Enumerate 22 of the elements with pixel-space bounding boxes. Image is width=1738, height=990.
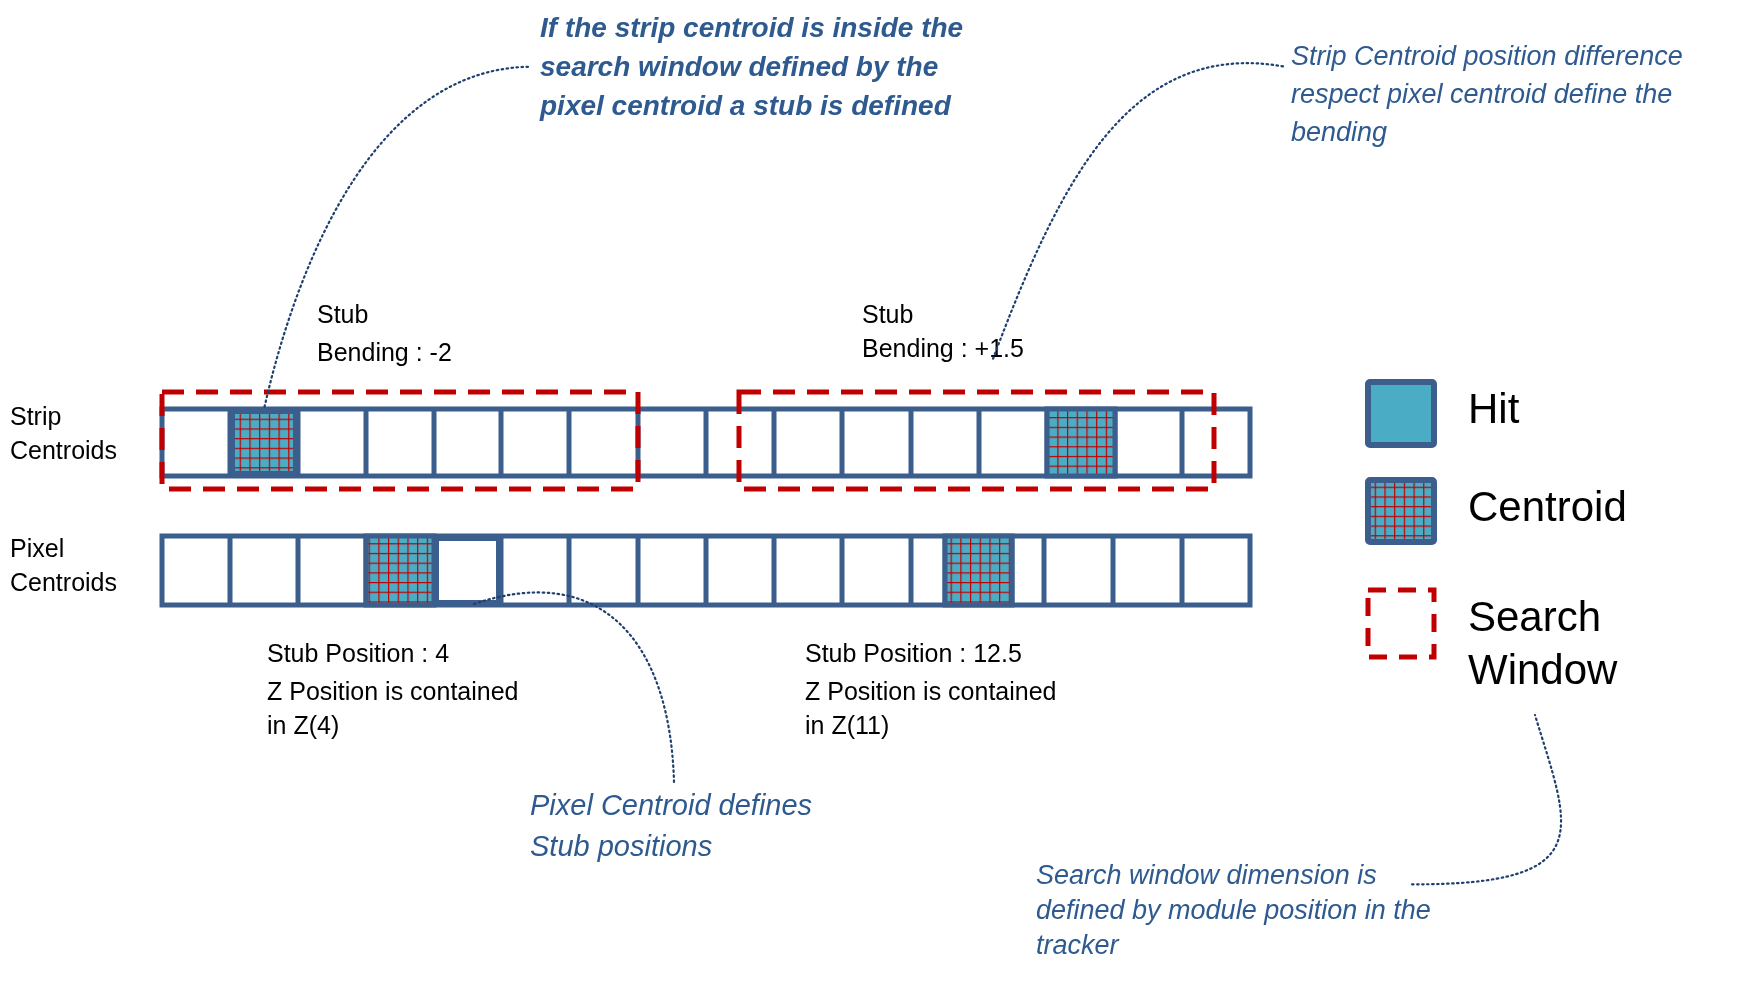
annotation-text: Search window dimension is defined by module position in the tracker: [1036, 858, 1436, 964]
text-label: Stub: [317, 299, 370, 330]
legend-label: Hit: [1468, 384, 1521, 434]
leader-line: [262, 65, 530, 411]
text-label: Z Position is contained in Z(4): [267, 676, 520, 741]
text-label: Stub Position : 12.5: [805, 638, 1023, 669]
stub-label: Bending : +1.5: [862, 332, 1025, 364]
annotation-text: If the strip centroid is inside the search window defined by the pixel centroid a stub is defined: [540, 8, 1000, 126]
text-label: Z Position is contained in Z(11): [805, 676, 1058, 741]
text-label: Pixel Centroids: [10, 533, 118, 598]
leader-line: [1410, 713, 1562, 886]
pixel-cell: [434, 536, 501, 605]
centroid-cell: [230, 409, 298, 476]
text-label: Stub Position : 4: [267, 638, 451, 669]
legend-label: Centroid: [1468, 482, 1628, 532]
text-label: Strip Centroids: [10, 401, 118, 466]
annotation-text: Strip Centroid position difference respect pixel centroid define the bending: [1291, 38, 1731, 152]
stub-label: Stub: [862, 299, 915, 330]
leader-line: [990, 62, 1285, 363]
text-label: Bending : -2: [317, 337, 453, 368]
annotation-text: Pixel Centroid defines Stub positions: [530, 785, 850, 867]
legend-label: Search Window: [1468, 592, 1619, 695]
